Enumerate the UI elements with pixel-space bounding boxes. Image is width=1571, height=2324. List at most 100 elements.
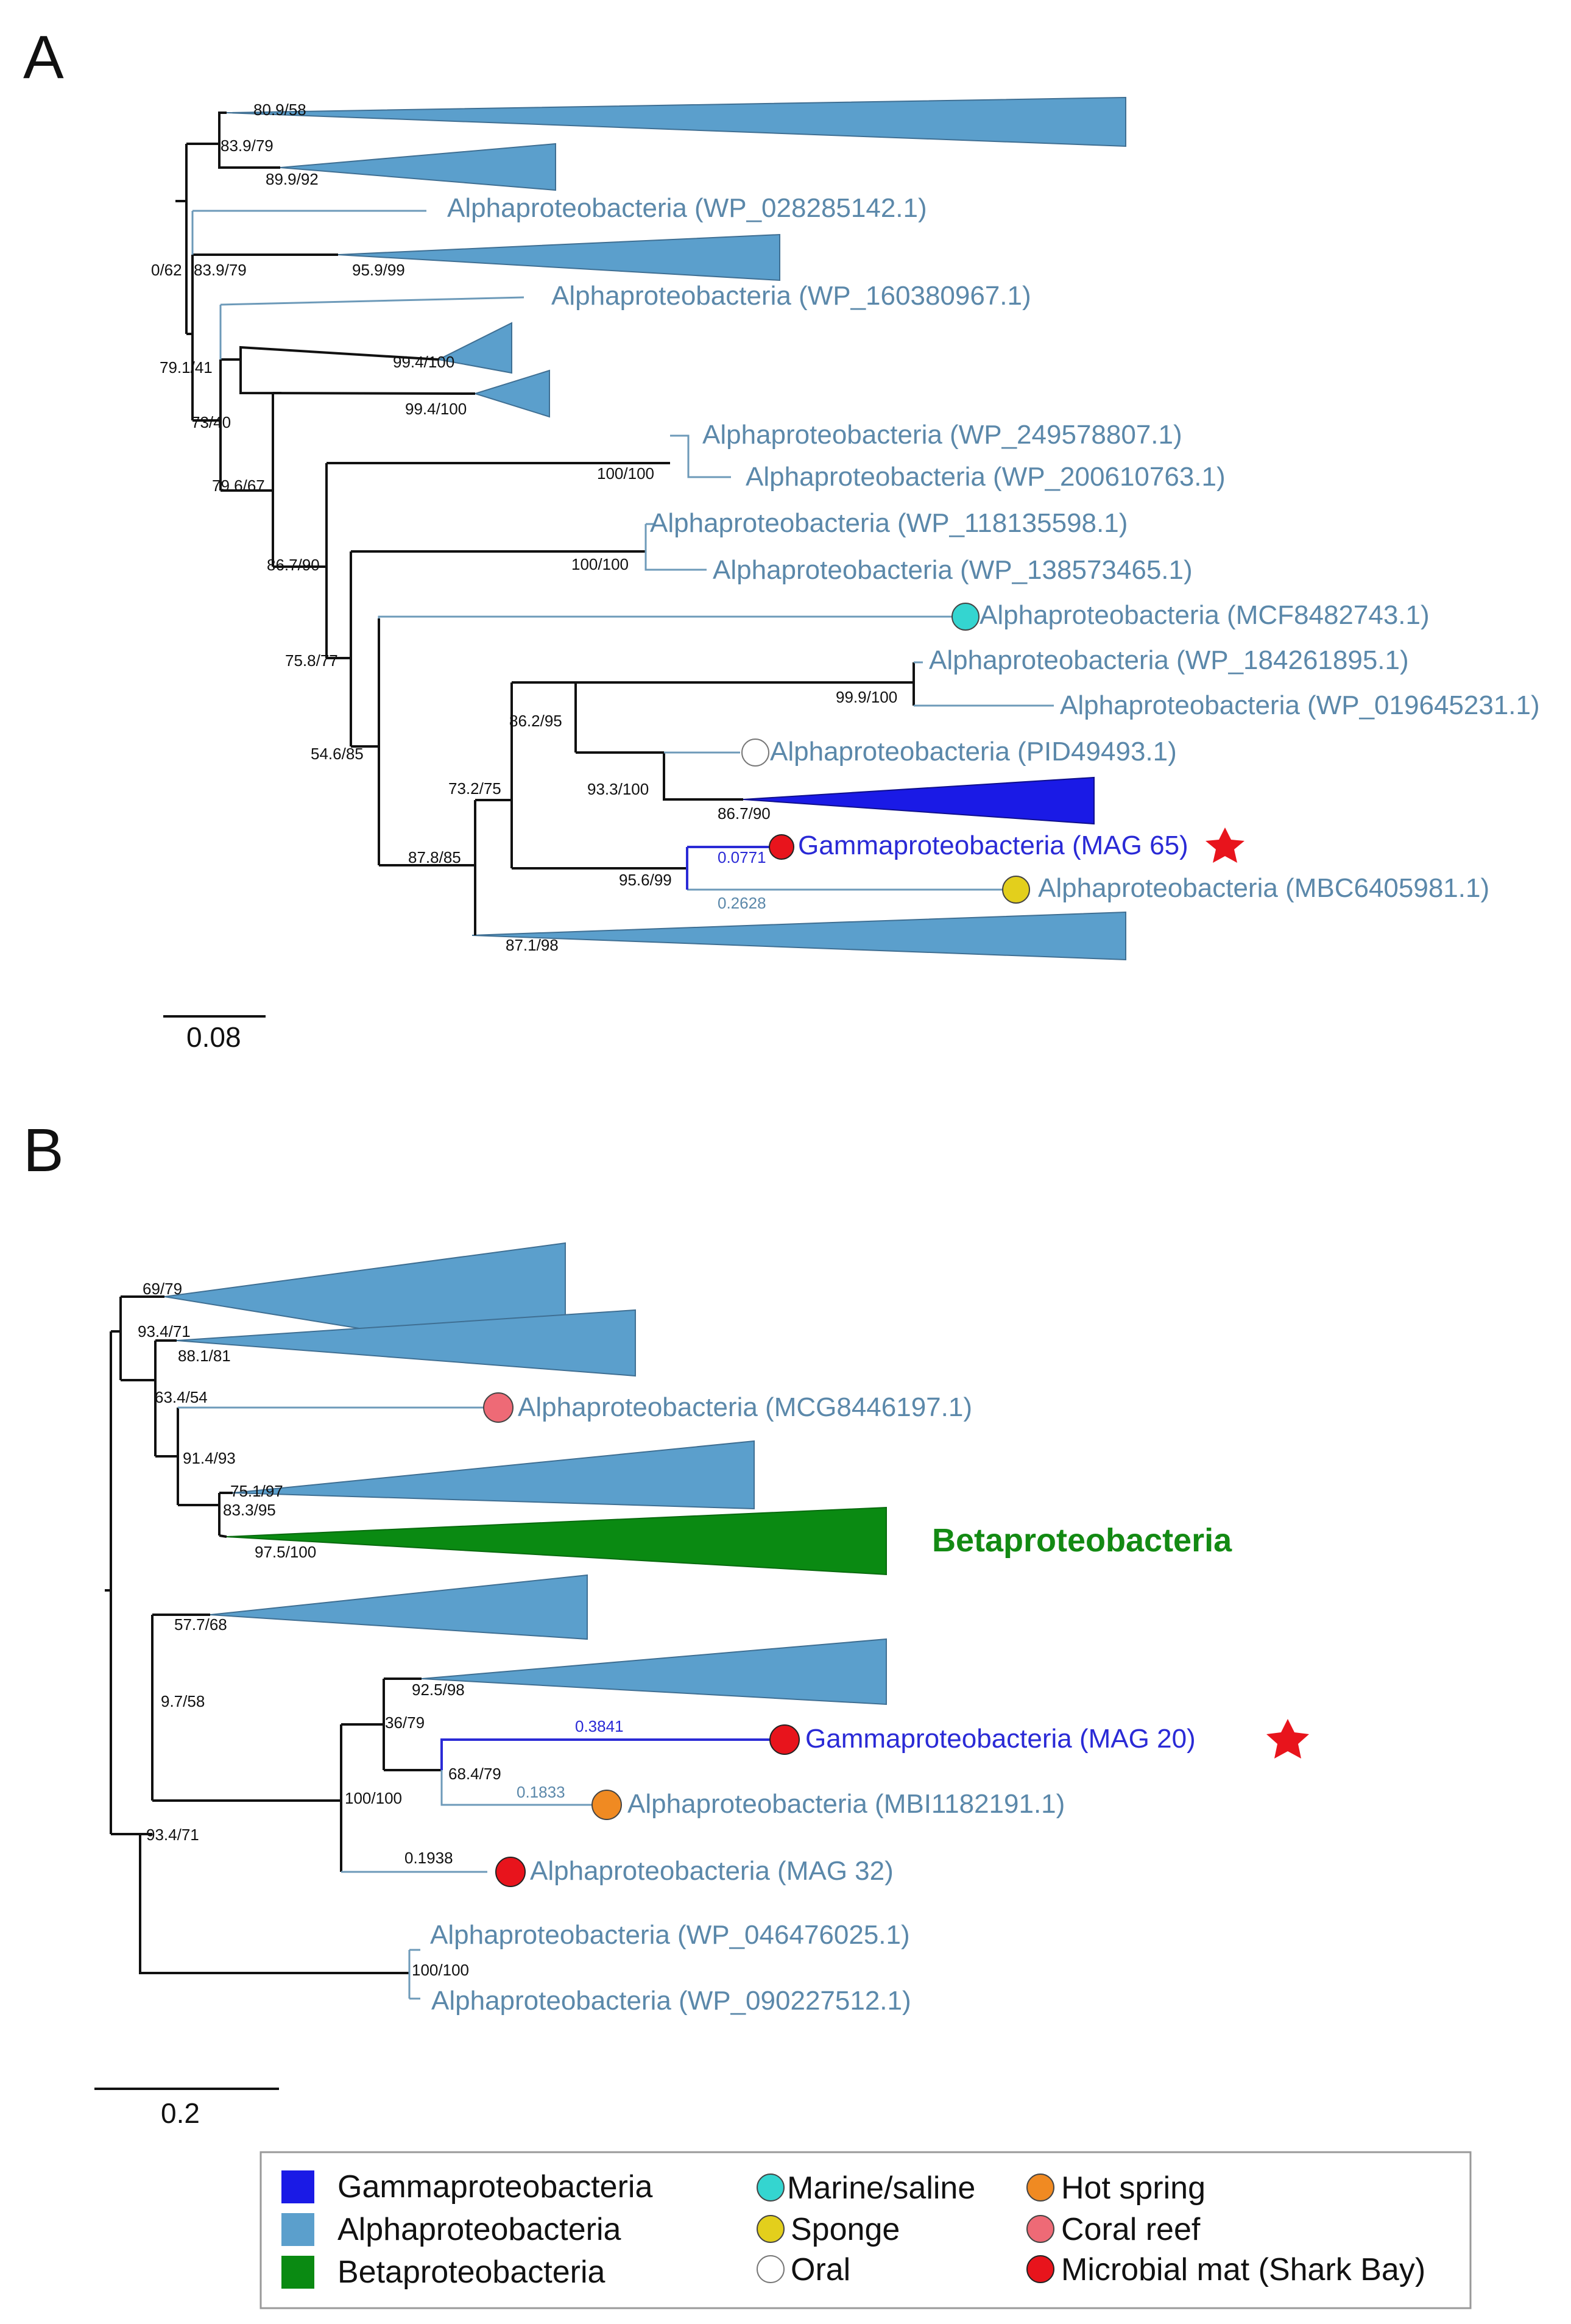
branch-length-mbi: 0.1833 — [517, 1783, 565, 1801]
clade-alpha-1 — [226, 96, 1126, 147]
support-a-n15: 75.8/77 — [285, 651, 338, 670]
branch-length-mag65: 0.0771 — [718, 848, 766, 866]
support-a-n3: 89.9/92 — [266, 170, 319, 188]
microbial-mat-dot — [769, 834, 794, 860]
support-b-m5: 91.4/93 — [183, 1449, 236, 1467]
legend-label-beta: Betaproteobacteria — [337, 2255, 605, 2290]
support-b-m13: 68.4/79 — [448, 1765, 501, 1783]
support-b-m3: 88.1/81 — [178, 1347, 231, 1365]
support-b-m12: 36/79 — [385, 1713, 425, 1732]
coral-reef-dot — [483, 1392, 514, 1423]
support-a-n9: 99.4/100 — [393, 353, 454, 371]
legend-box — [259, 2151, 1472, 2309]
legend-label-sponge: Sponge — [791, 2212, 900, 2247]
panel-b-letter: B — [23, 1116, 64, 1185]
support-b-m10: 92.5/98 — [412, 1681, 465, 1699]
leaf-a-9: Alphaproteobacteria (WP_019645231.1) — [1060, 690, 1540, 720]
support-b-m9: 57.7/68 — [174, 1615, 227, 1634]
clade-alpha-b4 — [210, 1574, 588, 1640]
support-a-n12: 100/100 — [597, 464, 654, 483]
star-icon — [1206, 827, 1244, 863]
support-b-m11: 9.7/58 — [161, 1692, 205, 1710]
leaf-b-4: Alphaproteobacteria (MAG 32) — [530, 1856, 894, 1886]
leaf-a-8: Alphaproteobacteria (WP_184261895.1) — [929, 645, 1409, 675]
leaf-b-2: Gammaproteobacteria (MAG 20) — [805, 1724, 1196, 1754]
support-a-n7: 79.1/41 — [160, 358, 213, 377]
clade-alpha-5 — [473, 369, 550, 418]
clade-alpha-4 — [436, 322, 512, 374]
leaf-a-2: Alphaproteobacteria (WP_160380967.1) — [551, 281, 1031, 311]
legend-dot-oral — [757, 2255, 785, 2283]
branch-length-mag32: 0.1938 — [404, 1849, 453, 1867]
support-b-m4: 63.4/54 — [155, 1388, 208, 1406]
leaf-a-3: Alphaproteobacteria (WP_249578807.1) — [702, 420, 1182, 450]
leaf-a-6: Alphaproteobacteria (WP_138573465.1) — [713, 555, 1193, 585]
leaf-a-5: Alphaproteobacteria (WP_118135598.1) — [650, 508, 1128, 538]
leaf-a-12: Alphaproteobacteria (MBC6405981.1) — [1038, 873, 1489, 903]
support-a-n13: 86.7/90 — [267, 556, 320, 574]
clade-alpha-3 — [337, 233, 780, 282]
support-b-m16: 100/100 — [412, 1961, 469, 1979]
support-b-m6: 75.1/97 — [230, 1482, 283, 1500]
leaf-a-7: Alphaproteobacteria (MCF8482743.1) — [980, 600, 1430, 630]
branch-length-mag20: 0.3841 — [575, 1717, 624, 1735]
legend-label-oral: Oral — [791, 2252, 850, 2287]
support-a-n23: 95.6/99 — [619, 871, 672, 889]
leaf-b-3: Alphaproteobacteria (MBI1182191.1) — [627, 1789, 1065, 1819]
support-a-n18: 54.6/85 — [311, 745, 364, 763]
support-b-m15: 93.4/71 — [146, 1826, 199, 1844]
support-a-n16: 86.2/95 — [509, 712, 562, 730]
leaf-a-1: Alphaproteobacteria (WP_028285142.1) — [447, 193, 927, 223]
leaf-b-5: Alphaproteobacteria (WP_046476025.1) — [430, 1920, 910, 1950]
beta-clade-label: Betaproteobacteria — [932, 1522, 1232, 1559]
support-a-n8: 73/40 — [191, 413, 231, 431]
scale-label-b: 0.2 — [161, 2097, 200, 2129]
microbial-mat-dot — [769, 1724, 800, 1755]
legend: Gammaproteobacteria Alphaproteobacteria … — [259, 2151, 1472, 2309]
support-a-n19: 93.3/100 — [587, 780, 649, 798]
panel-a-tree: 80.9/58 83.9/79 89.9/92 0/62 83.9/79 95.… — [151, 96, 1540, 1053]
support-a-n24: 87.1/98 — [506, 936, 559, 954]
scale-label-a: 0.08 — [186, 1021, 241, 1053]
support-a-n6: 95.9/99 — [352, 261, 405, 279]
sponge-dot — [1002, 876, 1030, 904]
leaf-a-11: Gammaproteobacteria (MAG 65) — [798, 831, 1188, 860]
clade-alpha-6 — [471, 911, 1126, 961]
legend-label-coral-reef: Coral reef — [1061, 2212, 1201, 2247]
legend-dot-coral-reef — [1026, 2215, 1054, 2243]
panel-b-tree: 69/79 93.4/71 88.1/81 63.4/54 91.4/93 75… — [94, 1242, 1309, 2129]
support-b-m2: 93.4/71 — [138, 1322, 191, 1341]
support-a-n20: 86.7/90 — [718, 804, 771, 823]
leaf-b-6: Alphaproteobacteria (WP_090227512.1) — [431, 1986, 911, 2016]
panel-a-letter: A — [23, 23, 64, 91]
legend-label-marine: Marine/saline — [787, 2170, 975, 2206]
legend-label-gamma: Gammaproteobacteria — [337, 2169, 652, 2205]
support-b-m8: 97.5/100 — [255, 1543, 316, 1561]
support-a-n21: 73.2/75 — [448, 779, 501, 798]
support-b-m7: 83.3/95 — [223, 1501, 276, 1519]
support-a-n17: 99.9/100 — [836, 688, 897, 706]
clade-alpha-2 — [280, 143, 556, 191]
legend-dot-marine — [757, 2173, 785, 2202]
leaf-b-1: Alphaproteobacteria (MCG8446197.1) — [518, 1392, 972, 1422]
hot-spring-dot — [591, 1790, 622, 1820]
legend-dot-microbial-mat — [1026, 2255, 1054, 2283]
legend-label-hot-spring: Hot spring — [1061, 2170, 1206, 2206]
leaf-a-4: Alphaproteobacteria (WP_200610763.1) — [746, 462, 1226, 492]
support-b-m1: 69/79 — [143, 1280, 182, 1298]
legend-swatch-alpha — [281, 2213, 314, 2246]
support-a-n2: 83.9/79 — [221, 136, 274, 155]
leaf-a-10: Alphaproteobacteria (PID49493.1) — [770, 737, 1177, 767]
branch-length-mbc: 0.2628 — [718, 894, 766, 912]
legend-label-alpha: Alphaproteobacteria — [337, 2212, 621, 2247]
legend-swatch-gamma — [281, 2170, 314, 2203]
clade-beta — [226, 1506, 887, 1576]
clade-alpha-b5 — [421, 1638, 887, 1706]
support-b-m14: 100/100 — [345, 1789, 402, 1807]
support-a-n22: 87.8/85 — [408, 848, 461, 866]
legend-swatch-beta — [281, 2256, 314, 2289]
legend-dot-sponge — [757, 2215, 785, 2243]
legend-label-microbial-mat: Microbial mat (Shark Bay) — [1061, 2252, 1425, 2287]
